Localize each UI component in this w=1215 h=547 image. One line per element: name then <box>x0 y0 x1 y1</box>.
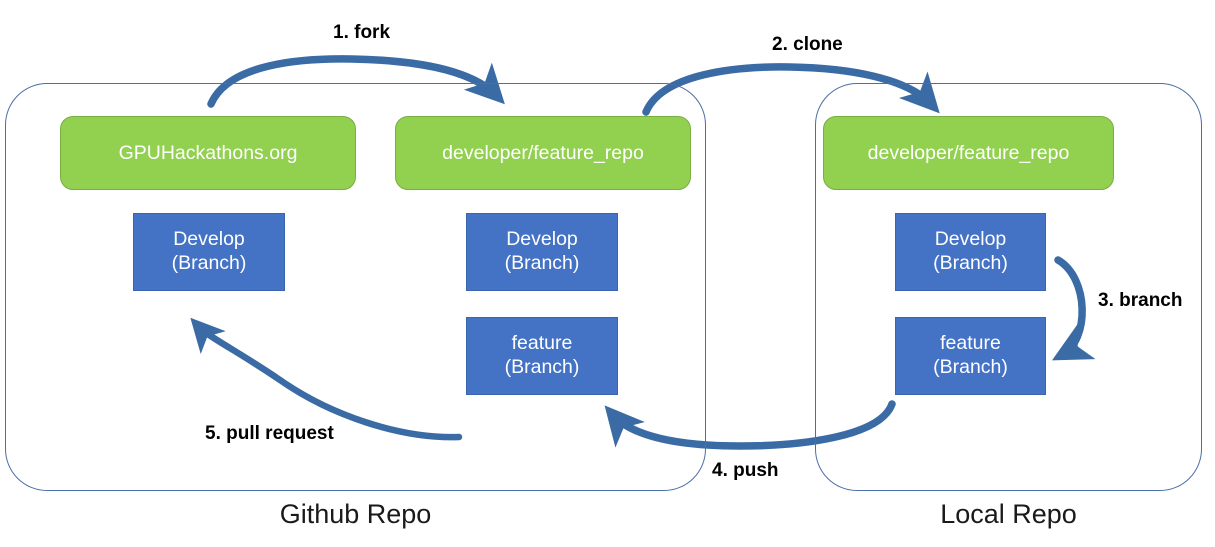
repo-node-label: GPUHackathons.org <box>118 141 298 164</box>
branch-kind: (Branch) <box>504 356 580 378</box>
branch-node-local-feature[interactable]: feature (Branch) <box>895 317 1046 395</box>
branch-name: Develop <box>506 228 578 251</box>
step-label-clone: 2. clone <box>772 34 843 55</box>
branch-name: feature <box>511 332 573 355</box>
repo-node-gpuhackathons[interactable]: GPUHackathons.org <box>60 116 356 190</box>
github-repo-container <box>5 83 706 491</box>
branch-kind: (Branch) <box>171 252 247 274</box>
step-label-fork: 1. fork <box>333 22 391 43</box>
branch-kind: (Branch) <box>933 356 1008 378</box>
branch-node-local-develop[interactable]: Develop (Branch) <box>895 213 1046 291</box>
branch-name: Develop <box>173 228 245 251</box>
local-repo-container <box>815 83 1202 491</box>
branch-kind: (Branch) <box>504 252 580 274</box>
step-label-branch: 3. branch <box>1098 290 1183 311</box>
branch-node-fork-develop[interactable]: Develop (Branch) <box>466 213 618 291</box>
step-label-pull-request: 5. pull request <box>205 423 334 444</box>
branch-name: Develop <box>934 228 1007 251</box>
github-repo-caption: Github Repo <box>279 499 432 529</box>
step-label-push: 4. push <box>712 460 779 481</box>
repo-node-label: developer/feature_repo <box>867 141 1070 164</box>
repo-node-local-clone[interactable]: developer/feature_repo <box>823 116 1114 190</box>
branch-name: feature <box>940 332 1001 355</box>
branch-node-fork-feature[interactable]: feature (Branch) <box>466 317 618 395</box>
repo-node-label: developer/feature_repo <box>442 141 644 164</box>
branch-kind: (Branch) <box>933 252 1008 274</box>
branch-node-github-develop[interactable]: Develop (Branch) <box>133 213 285 291</box>
repo-node-github-fork[interactable]: developer/feature_repo <box>395 116 691 190</box>
local-repo-caption: Local Repo <box>940 499 1077 529</box>
